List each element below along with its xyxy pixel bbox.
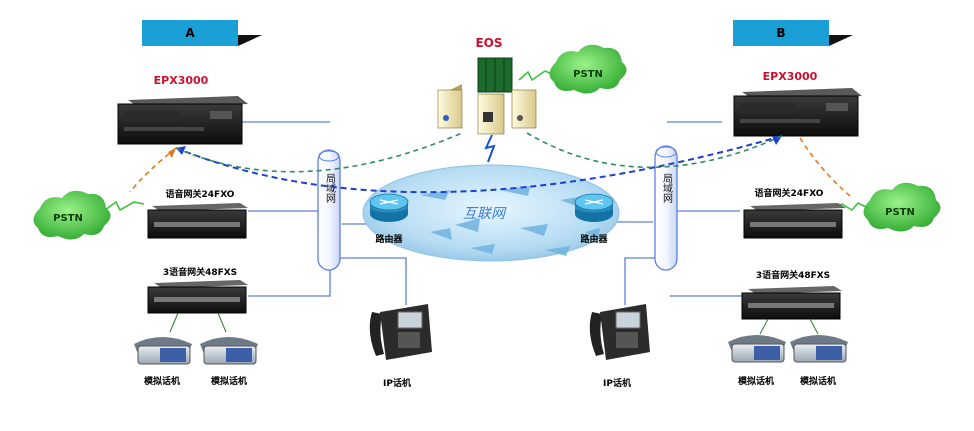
site-b-label: B (776, 26, 785, 40)
lan-left: 局域网 (317, 149, 341, 271)
gateway48-left-label: 3语音网关48FXS (163, 266, 237, 278)
lan-left-label: 局域网 (324, 173, 336, 204)
ip-phone-right: IP话机 (589, 304, 650, 389)
analog-phone-right-2-label: 模拟话机 (800, 375, 836, 387)
analog-phone-left-2-label: 模拟话机 (211, 375, 247, 387)
analog-phone-right-1-label: 模拟话机 (738, 375, 774, 387)
router-left: 路由器 (369, 193, 409, 245)
ip-phone-right-label: IP话机 (603, 377, 631, 389)
epx3000-right: EPX3000 (733, 70, 862, 137)
pstn-cloud-left: PSTN (33, 190, 145, 240)
eos-server-cluster: EOS (437, 36, 537, 163)
signal-arcs (129, 132, 851, 197)
server-icon (511, 89, 537, 129)
server-icon (437, 84, 463, 129)
pstn-cloud-right: PSTN (837, 182, 941, 232)
router-left-label: 路由器 (375, 233, 403, 245)
gateway24-left-label: 语音网关24FXO (166, 188, 235, 200)
ip-phone-left-label: IP话机 (383, 377, 411, 389)
internet-label: 互联网 (463, 206, 507, 222)
pstn-left-label: PSTN (53, 213, 83, 224)
voice-gateway-24fxo-left: 语音网关24FXO (147, 188, 248, 239)
analog-phone-left-1: 模拟话机 (134, 337, 192, 387)
lan-links (242, 121, 742, 305)
pstn-right-label: PSTN (885, 207, 915, 218)
voice-gateway-24fxo-right: 语音网关24FXO (743, 187, 846, 239)
eos-firewall-icon (477, 57, 513, 93)
router-right: 路由器 (574, 193, 614, 245)
server-icon (477, 93, 505, 135)
lan-right: 局域网 (654, 145, 678, 271)
epx3000-left: EPX3000 (117, 74, 248, 145)
pstn-cloud-top: PSTN (518, 44, 627, 94)
lan-right-label: 局域网 (661, 173, 673, 204)
analog-phone-right-1: 模拟话机 (728, 335, 786, 387)
voice-gateway-48fxs-left: 3语音网关48FXS (147, 266, 248, 333)
eos-label: EOS (475, 36, 502, 50)
pstn-top-label: PSTN (573, 69, 603, 80)
router-right-label: 路由器 (580, 233, 608, 245)
lightning-icon (484, 134, 496, 163)
site-b-tab: B (733, 20, 853, 46)
site-a-label: A (185, 26, 195, 40)
epx-left-label: EPX3000 (154, 74, 209, 87)
ip-phone-left: IP话机 (369, 304, 432, 389)
analog-phone-right-2: 模拟话机 (790, 335, 848, 387)
analog-phone-left-1-label: 模拟话机 (144, 375, 180, 387)
voice-gateway-48fxs-right: 3语音网关48FXS (741, 269, 842, 335)
gateway24-right-label: 语音网关24FXO (755, 187, 824, 199)
analog-phone-left-2: 模拟话机 (200, 337, 258, 387)
site-a-tab: A (142, 20, 262, 46)
epx-right-label: EPX3000 (763, 70, 818, 83)
gateway48-right-label: 3语音网关48FXS (756, 269, 830, 281)
